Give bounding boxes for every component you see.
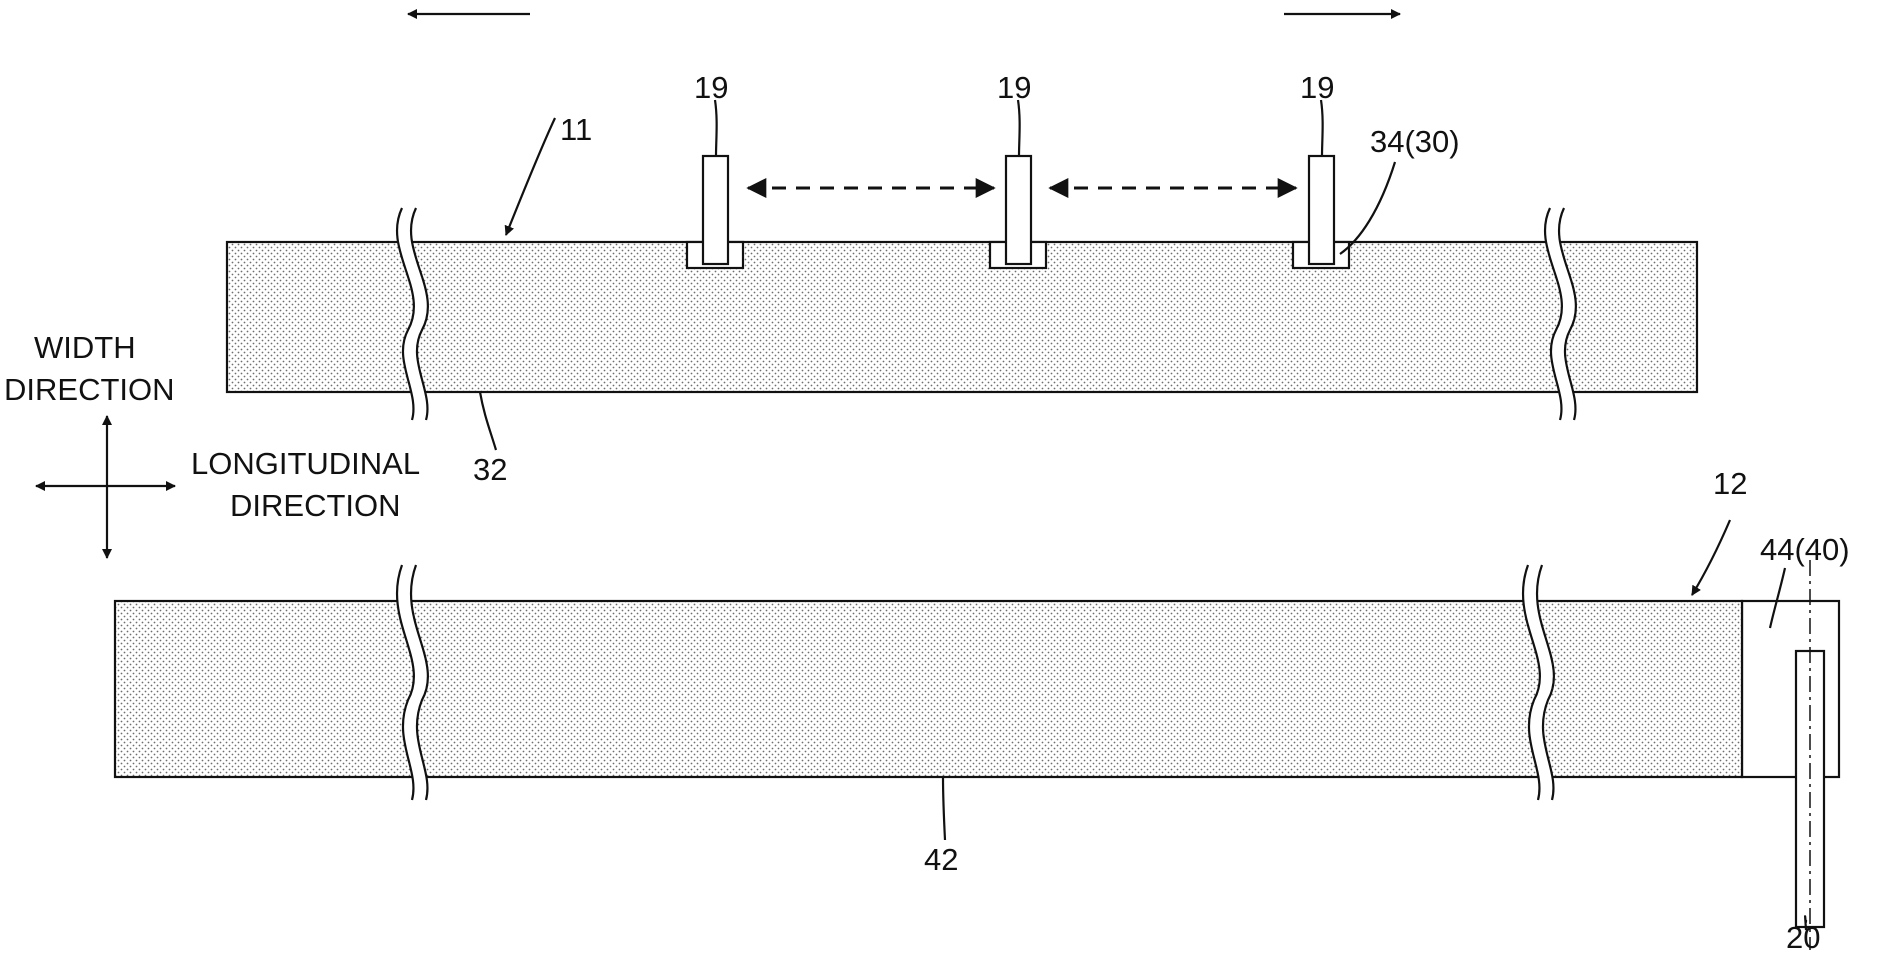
label-tab-joint: 34(30) [1370, 124, 1460, 159]
label-width-line2: DIRECTION [4, 372, 175, 407]
leader-32 [480, 392, 496, 450]
lower-electrode-sheet [115, 560, 1839, 950]
label-tab-19-left: 19 [694, 70, 728, 105]
label-tab-19-right: 19 [1300, 70, 1334, 105]
tab-left [703, 156, 728, 264]
leader-42 [943, 777, 945, 840]
label-longitudinal-line1: LONGITUDINAL [191, 446, 420, 481]
label-sheet-12: 12 [1713, 466, 1747, 501]
tab-right [1309, 156, 1334, 264]
upper-electrode-sheet [227, 156, 1697, 420]
leader-12 [1692, 520, 1730, 595]
label-tab-20: 20 [1786, 920, 1820, 955]
label-sheet-11: 11 [560, 112, 592, 147]
leader-11 [506, 118, 555, 235]
upper-coated-region [227, 242, 1697, 392]
label-coat-42: 42 [924, 842, 958, 877]
leader-19-middle [1018, 100, 1020, 156]
label-uncoated-44: 44(40) [1760, 532, 1850, 567]
label-width-line1: WIDTH [34, 330, 136, 365]
label-tab-19-middle: 19 [997, 70, 1031, 105]
leader-34 [1340, 162, 1395, 254]
label-longitudinal-line2: DIRECTION [230, 488, 401, 523]
leader-19-left [715, 100, 717, 156]
label-coat-32: 32 [473, 452, 507, 487]
lower-coated-region [115, 601, 1742, 777]
leader-19-right [1321, 100, 1323, 156]
tab-middle [1006, 156, 1031, 264]
